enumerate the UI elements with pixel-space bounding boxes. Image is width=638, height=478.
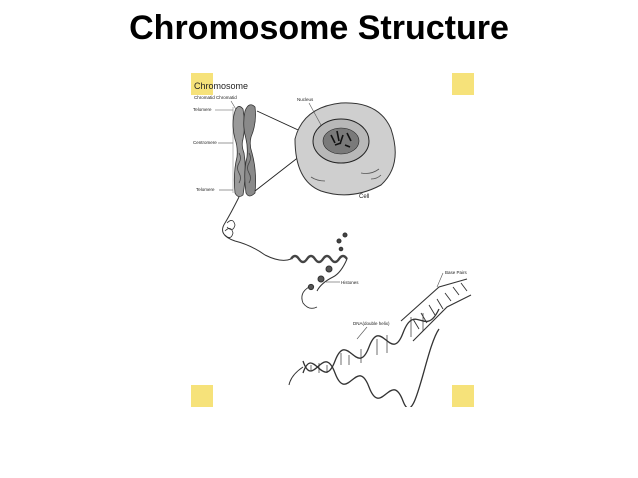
cell-shape [294,102,396,196]
label-histones: Histones [341,280,359,285]
label-telomere-top: Telomere [193,107,212,112]
label-cell: Cell [359,194,369,200]
diagram-svg: Chromosome Chromatid Chromatid Telomere … [191,73,474,407]
label-chromatid: Chromatid Chromatid [194,95,237,100]
chromosome-shape [232,104,256,197]
label-base-pairs: Base Pairs [445,270,468,275]
corner-accent-br [452,385,474,407]
slide-title: Chromosome Structure [129,9,509,47]
label-telomere-bottom: Telomere [196,187,215,192]
corner-accent-bl [191,385,213,407]
label-centromere: Centromere [193,140,217,145]
corner-accent-tr [452,73,474,95]
label-dna-helix: DNA(double helix) [353,321,390,326]
label-nucleus: Nucleus [297,97,314,102]
chromosome-diagram: Chromosome Chromatid Chromatid Telomere … [191,73,474,407]
diagram-heading: Chromosome [194,81,248,91]
corner-accent-tl [191,73,213,95]
chromatin-fiber [222,196,348,309]
base-pair-ladder [400,278,472,342]
